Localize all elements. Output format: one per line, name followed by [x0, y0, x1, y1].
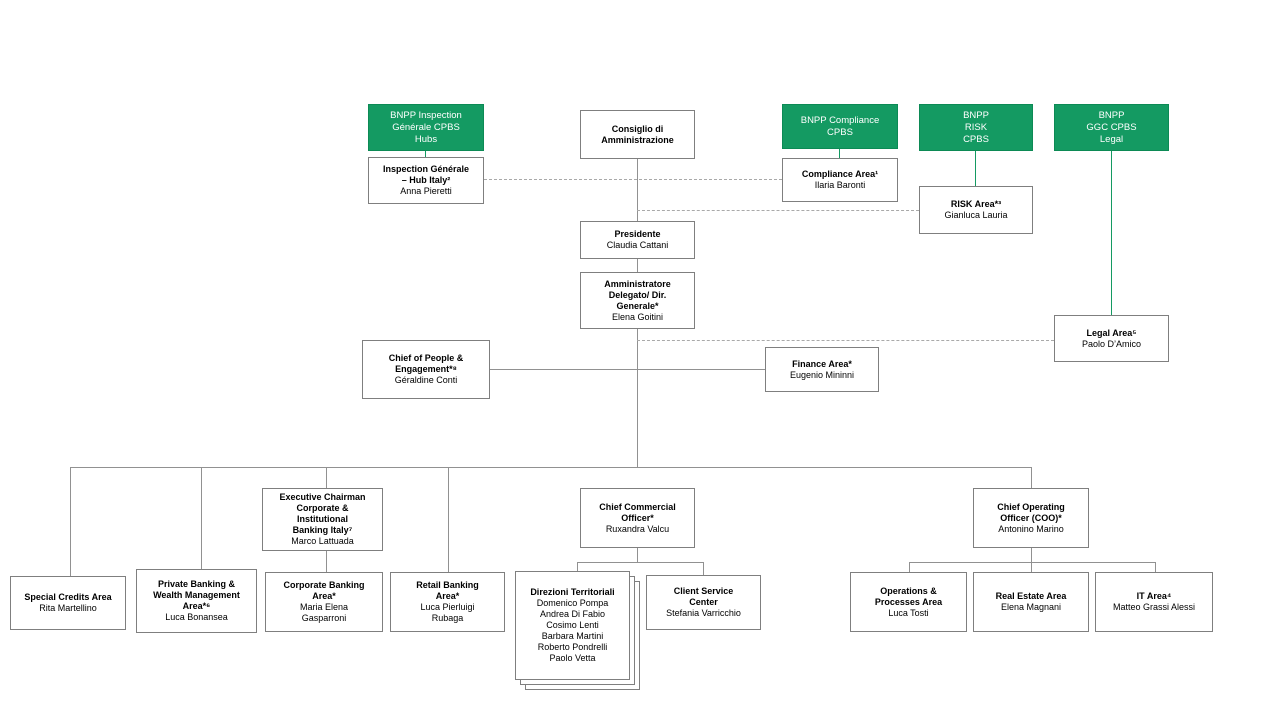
- connector-line: [70, 467, 71, 576]
- role-title: BNPP RISK CPBS: [963, 109, 989, 145]
- role-title: IT Area⁴: [1136, 591, 1172, 601]
- person-name: Maria Elena Gasparroni: [299, 602, 349, 623]
- person-name: Luca Pierluigi Rubaga: [420, 602, 475, 623]
- box-finance-area: Finance Area* Eugenio Mininni: [765, 347, 879, 392]
- person-name: Géraldine Conti: [394, 375, 458, 385]
- person-name: Anna Pieretti: [400, 186, 452, 196]
- person-name: Ilaria Baronti: [814, 180, 866, 190]
- role-title: BNPP Compliance CPBS: [800, 114, 880, 138]
- role-title: BNPP GGC CPBS Legal: [1086, 109, 1137, 145]
- person-name: Matteo Grassi Alessi: [1112, 602, 1196, 612]
- person-name: Antonino Marino: [998, 523, 1064, 534]
- connector-line: [70, 467, 1031, 468]
- role-title: BNPP Inspection Générale CPBS Hubs: [390, 109, 462, 145]
- role-title: Real Estate Area: [995, 591, 1067, 601]
- connector-line: [577, 562, 703, 563]
- box-direzioni-territoriali: Direzioni Territoriali Domenico Pompa An…: [515, 571, 630, 680]
- role-title: Client Service Center: [673, 586, 734, 607]
- connector-line-dashed: [637, 340, 1054, 341]
- role-title: Private Banking & Wealth Management Area…: [153, 579, 240, 611]
- connector-line-green: [425, 151, 426, 157]
- role-title: Direzioni Territoriali: [530, 587, 615, 597]
- box-people-engagement: Chief of People & Engagement*⁸ Géraldine…: [362, 340, 490, 399]
- box-risk-area: RISK Area*³ Gianluca Lauria: [919, 186, 1033, 234]
- person-name: Elena Magnani: [1000, 602, 1062, 612]
- role-title: Executive Chairman Corporate & Instituti…: [279, 492, 366, 535]
- role-title: Inspection Générale – Hub Italy²: [382, 164, 470, 185]
- connector-line: [637, 329, 638, 467]
- box-executive-chairman-cib: Executive Chairman Corporate & Instituti…: [262, 488, 383, 551]
- box-operations-processes: Operations & Processes Area Luca Tosti: [850, 572, 967, 632]
- role-title: Chief Commercial Officer*: [599, 501, 676, 523]
- role-title: RISK Area*³: [950, 199, 1002, 209]
- role-title: Amministratore Delegato/ Dir. Generale*: [604, 278, 671, 311]
- role-title: Presidente: [614, 229, 661, 239]
- connector-line: [637, 548, 638, 562]
- connector-line: [490, 369, 765, 370]
- box-private-banking-wm: Private Banking & Wealth Management Area…: [136, 569, 257, 633]
- box-retail-banking: Retail Banking Area* Luca Pierluigi Ruba…: [390, 572, 505, 632]
- person-name: Gianluca Lauria: [944, 210, 1008, 220]
- role-title: Compliance Area¹: [801, 169, 879, 179]
- box-consiglio-amministrazione: Consiglio di Amministrazione: [580, 110, 695, 159]
- connector-line: [637, 259, 638, 272]
- person-name: Claudia Cattani: [606, 240, 669, 250]
- box-bnpp-compliance: BNPP Compliance CPBS: [782, 104, 898, 149]
- connector-line: [577, 562, 578, 571]
- box-corporate-banking: Corporate Banking Area* Maria Elena Gasp…: [265, 572, 383, 632]
- box-inspection-hub-italy: Inspection Générale – Hub Italy² Anna Pi…: [368, 157, 484, 204]
- box-compliance-area: Compliance Area¹ Ilaria Baronti: [782, 158, 898, 202]
- role-title: Corporate Banking Area*: [283, 580, 365, 601]
- connector-line: [1031, 548, 1032, 572]
- connector-line: [326, 551, 327, 572]
- connector-line: [1031, 467, 1032, 488]
- connector-line: [909, 562, 1155, 563]
- role-title: Finance Area*: [792, 358, 852, 369]
- box-legal-area: Legal Area⁵ Paolo D’Amico: [1054, 315, 1169, 362]
- connector-line-dashed: [484, 179, 782, 180]
- connector-line-green: [839, 149, 840, 158]
- person-name: Luca Tosti: [888, 607, 929, 618]
- box-bnpp-risk: BNPP RISK CPBS: [919, 104, 1033, 151]
- person-name: Paolo D’Amico: [1081, 338, 1142, 349]
- connector-line: [637, 159, 638, 221]
- person-name: Luca Bonansea: [165, 612, 228, 622]
- connector-line-green: [1111, 151, 1112, 315]
- person-name: Marco Lattuada: [291, 536, 354, 546]
- connector-line: [1155, 562, 1156, 572]
- box-special-credits: Special Credits Area Rita Martellino: [10, 576, 126, 630]
- role-title: Retail Banking Area*: [416, 580, 479, 601]
- role-title: Consiglio di Amministrazione: [601, 123, 674, 145]
- connector-line: [326, 467, 327, 488]
- box-amministratore-delegato: Amministratore Delegato/ Dir. Generale* …: [580, 272, 695, 329]
- connector-line-dashed: [637, 210, 919, 211]
- role-title: Operations & Processes Area: [874, 585, 943, 607]
- box-client-service-center: Client Service Center Stefania Varricchi…: [646, 575, 761, 630]
- connector-line: [909, 562, 910, 572]
- box-bnpp-ggc-legal: BNPP GGC CPBS Legal: [1054, 104, 1169, 151]
- box-real-estate: Real Estate Area Elena Magnani: [973, 572, 1089, 632]
- box-chief-commercial-officer: Chief Commercial Officer* Ruxandra Valcu: [580, 488, 695, 548]
- role-title: Chief of People & Engagement*⁸: [388, 353, 464, 374]
- connector-line: [201, 467, 202, 569]
- person-name: Eugenio Mininni: [789, 369, 855, 380]
- role-title: Special Credits Area: [24, 592, 112, 602]
- person-name: Rita Martellino: [39, 603, 97, 613]
- box-bnpp-inspection-hubs: BNPP Inspection Générale CPBS Hubs: [368, 104, 484, 151]
- box-presidente: Presidente Claudia Cattani: [580, 221, 695, 259]
- connector-line: [448, 467, 449, 572]
- connector-line-green: [975, 151, 976, 186]
- role-title: Legal Area⁵: [1086, 327, 1137, 338]
- box-it-area: IT Area⁴ Matteo Grassi Alessi: [1095, 572, 1213, 632]
- person-name: Ruxandra Valcu: [605, 523, 670, 534]
- person-name: Stefania Varricchio: [666, 608, 741, 618]
- connector-line: [703, 562, 704, 575]
- person-name: Domenico Pompa Andrea Di Fabio Cosimo Le…: [536, 598, 609, 663]
- person-name: Elena Goitini: [611, 311, 664, 322]
- box-chief-operating-officer: Chief Operating Officer (COO)* Antonino …: [973, 488, 1089, 548]
- role-title: Chief Operating Officer (COO)*: [997, 501, 1065, 523]
